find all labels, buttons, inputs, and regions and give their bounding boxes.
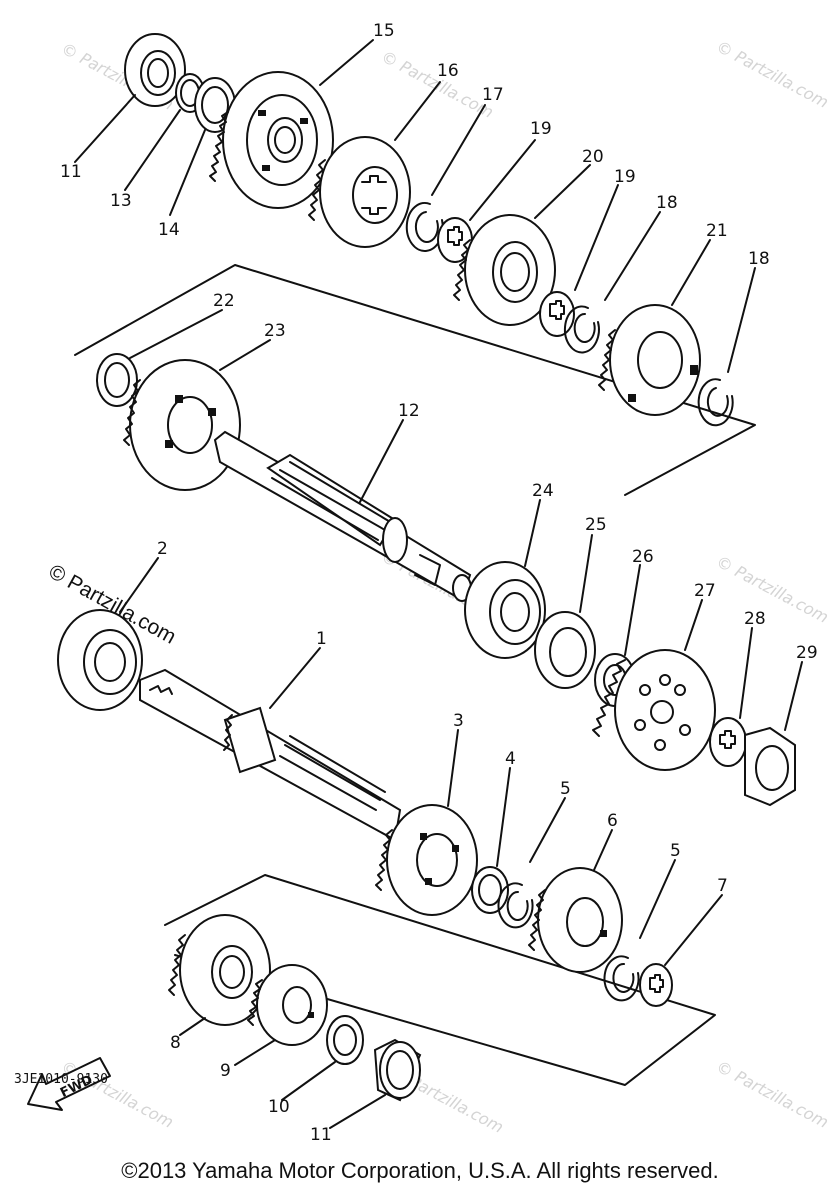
part-8-gear [168, 914, 271, 1026]
part-12-bearing [124, 33, 186, 107]
callout-27: 27 [694, 581, 716, 601]
part-28-lock-washer [709, 717, 747, 767]
callout-26: 26 [632, 547, 654, 567]
part-29-nut [744, 726, 796, 807]
callout-12: 11 [60, 162, 82, 182]
part-5-circlip [497, 882, 534, 929]
callout-labels: 11 13 14 15 16 17 19 20 19 18 21 18 22 2… [60, 21, 818, 1145]
part-6-gear [528, 867, 623, 973]
watermark: © Partzilla.com [713, 1057, 832, 1132]
part-9-gear [247, 964, 328, 1046]
part-19-washer [437, 217, 473, 263]
part-7-washer [639, 963, 673, 1007]
part-18-circlip [563, 305, 600, 354]
callout-18: 18 [656, 193, 678, 213]
part-10-washer [326, 1015, 364, 1065]
part-16-gear [209, 71, 334, 209]
lower-group-frame [164, 874, 716, 1086]
callout-13: 12 [398, 401, 420, 421]
callout-9: 9 [220, 1061, 231, 1081]
part-2-bearing [57, 609, 143, 711]
callout-4: 4 [505, 749, 516, 769]
leader-lines [74, 39, 803, 1129]
callout-2: 2 [157, 539, 168, 559]
callout-15: 14 [158, 220, 180, 240]
part-5-circlip [603, 955, 640, 1002]
part-17-gear [308, 136, 411, 248]
part-21-gear [598, 304, 701, 416]
callout-18: 17 [482, 85, 504, 105]
callout-29: 29 [796, 643, 818, 663]
callout-1: 1 [316, 629, 327, 649]
callout-8: 8 [170, 1033, 181, 1053]
callout-21: 21 [706, 221, 728, 241]
callout-25: 25 [585, 515, 607, 535]
part-25-oil-seal [534, 611, 596, 689]
callout-23: 23 [264, 321, 286, 341]
upper-group-frame [74, 264, 756, 496]
part-3-gear [375, 804, 478, 916]
callout-22: 22 [213, 291, 235, 311]
callout-6: 6 [607, 811, 618, 831]
part-1-shaft [139, 668, 402, 842]
callout-10: 10 [268, 1097, 290, 1117]
callout-19: 19 [614, 167, 636, 187]
watermark: © Partzilla.com [713, 552, 832, 627]
callout-17: 16 [437, 61, 459, 81]
part-23-gear [123, 359, 241, 491]
callout-16: 15 [373, 21, 395, 41]
callout-7: 7 [717, 876, 728, 896]
callout-5: 5 [670, 841, 681, 861]
watermark: © Partzilla.com [713, 37, 832, 112]
callout-18: 18 [748, 249, 770, 269]
callout-11: 11 [310, 1125, 332, 1145]
part-13-shaft [213, 430, 472, 602]
part-24-bearing [464, 561, 546, 659]
callout-3: 3 [453, 711, 464, 731]
callout-28: 28 [744, 609, 766, 629]
part-18-circlip [697, 378, 734, 427]
fwd-arrow-icon: FWD [27, 1057, 111, 1111]
copyright-notice: ©2013 Yamaha Motor Corporation, U.S.A. A… [121, 1158, 719, 1183]
callout-24: 24 [532, 481, 554, 501]
part-27-sprocket [592, 649, 716, 771]
diagram-reference-code: 3JE1010-9130 [14, 1072, 108, 1087]
callout-5: 5 [560, 779, 571, 799]
callout-19: 19 [530, 119, 552, 139]
callout-14: 13 [110, 191, 132, 211]
part-20-gear [453, 214, 556, 326]
callout-20: 20 [582, 147, 604, 167]
part-22-washer [96, 353, 138, 407]
part-11-needle-bearing [373, 1038, 422, 1102]
